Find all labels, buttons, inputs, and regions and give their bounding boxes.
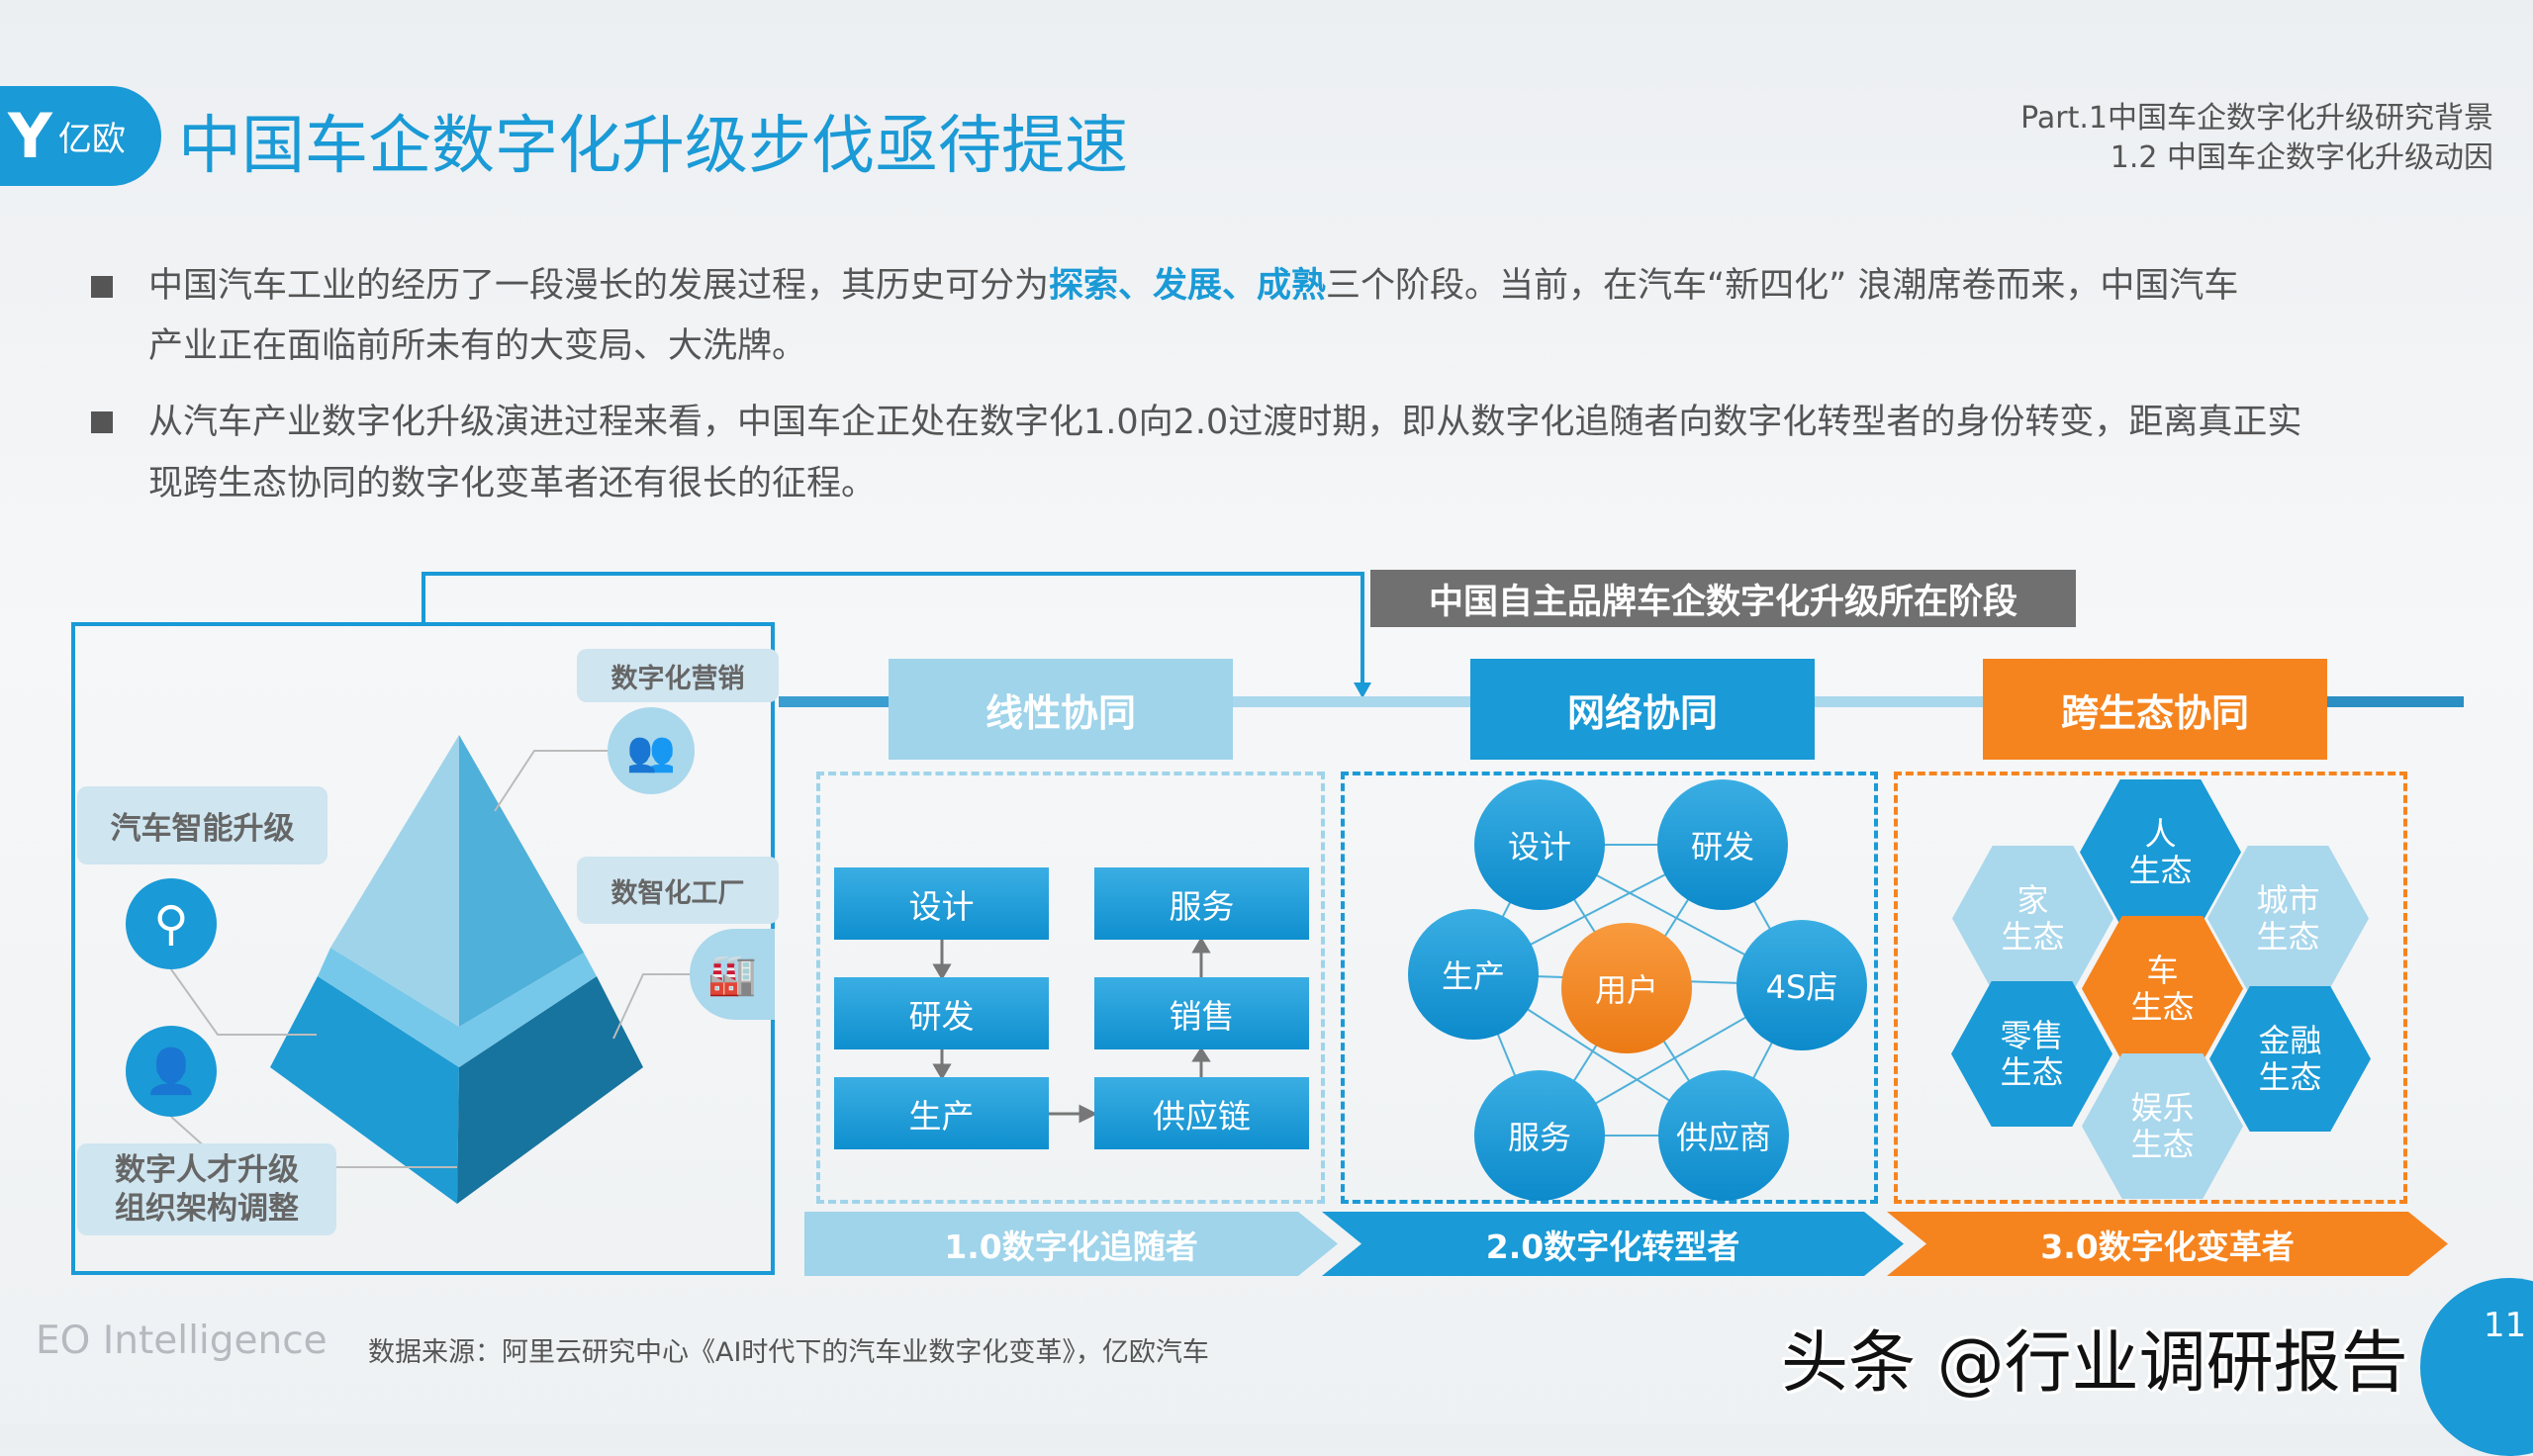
bullet-text: 现跨生态协同的数字化变革者还有很长的征程。 xyxy=(148,464,877,503)
user-pair-icon: 👤 xyxy=(126,1026,217,1117)
network-node: 4S店 xyxy=(1736,920,1867,1050)
logo: Y 亿欧 xyxy=(0,86,161,186)
network-node: 生产 xyxy=(1408,909,1539,1040)
arrow-down-icon xyxy=(1354,682,1371,698)
bullet-icon xyxy=(91,276,113,298)
bullet-icon xyxy=(91,411,113,433)
stage-header-linear: 线性协同 xyxy=(889,659,1233,760)
network-node: 供应商 xyxy=(1658,1070,1789,1201)
network-panel xyxy=(1341,772,1878,1204)
page-number-text: 11 xyxy=(2484,1306,2527,1345)
linear-node: 供应链 xyxy=(1094,1077,1309,1149)
connector-line xyxy=(422,572,1364,687)
label-smart-factory: 数智化工厂 xyxy=(577,857,779,924)
logo-text: 亿欧 xyxy=(57,120,126,159)
page-title: 中国车企数字化升级步伐亟待提速 xyxy=(178,110,1128,183)
label-line: 数字人才升级 xyxy=(115,1151,299,1188)
linear-node: 生产 xyxy=(834,1077,1049,1149)
bullet-text: 产业正在面临前所未有的大变局、大洗牌。 xyxy=(148,326,807,366)
bullet-text: 从汽车产业数字化升级演进过程来看，中国车企正处在数字化1.0向2.0过渡时期，即… xyxy=(148,403,2302,442)
stage-arrow-3: 3.0数字化变革者 xyxy=(1887,1212,2448,1276)
search-icon: ⚲ xyxy=(126,878,217,969)
watermark: 头条 @行业调研报告 xyxy=(1781,1324,2408,1403)
stage-header-ecosystem: 跨生态协同 xyxy=(1983,659,2327,760)
network-node: 研发 xyxy=(1657,779,1788,910)
label-line: 组织架构调整 xyxy=(115,1190,299,1227)
eco-hex-car: 车 生态 xyxy=(2082,916,2243,1061)
footer-brand: EO Intelligence xyxy=(36,1319,328,1363)
linear-node: 研发 xyxy=(834,977,1049,1049)
network-node-user: 用户 xyxy=(1561,923,1692,1053)
label-smart-car: 汽车智能升级 xyxy=(77,786,328,864)
ecosystem-panel xyxy=(1894,772,2407,1204)
eco-hex: 人 生态 xyxy=(2080,779,2241,925)
eco-hex: 娱乐 生态 xyxy=(2082,1053,2243,1199)
network-node: 服务 xyxy=(1474,1070,1605,1201)
factory-icon: 🏭 xyxy=(690,929,775,1020)
data-source: 数据来源：阿里云研究中心《AI时代下的汽车业数字化变革》，亿欧汽车 xyxy=(368,1337,1209,1368)
eco-hex: 金融 生态 xyxy=(2209,986,2371,1132)
people-group-icon: 👥 xyxy=(608,707,695,794)
stage-banner: 中国自主品牌车企数字化升级所在阶段 xyxy=(1370,570,2076,627)
linear-node: 服务 xyxy=(1094,867,1309,940)
linear-panel xyxy=(816,772,1325,1204)
stage-arrow-2: 2.0数字化转型者 xyxy=(1322,1212,1904,1276)
stage-arrow-1: 1.0数字化追随者 xyxy=(804,1212,1338,1276)
stage-header-network: 网络协同 xyxy=(1470,659,1815,760)
pyramid-graphic xyxy=(270,735,643,1204)
linear-node: 设计 xyxy=(834,867,1049,940)
section-label: Part.1中国车企数字化升级研究背景 xyxy=(2020,101,2493,136)
eco-hex: 城市 生态 xyxy=(2207,846,2369,991)
bullet-text: 中国汽车工业的经历了一段漫长的发展过程，其历史可分为探索、发展、成熟三个阶段。当… xyxy=(148,266,2239,306)
network-node: 设计 xyxy=(1474,779,1605,910)
logo-mark-icon: Y xyxy=(8,100,52,172)
label-digital-marketing: 数字化营销 xyxy=(577,649,779,702)
label-talent: 数字人才升级 组织架构调整 xyxy=(77,1143,336,1235)
subsection-label: 1.2 中国车企数字化升级动因 xyxy=(2110,140,2493,175)
linear-node: 销售 xyxy=(1094,977,1309,1049)
